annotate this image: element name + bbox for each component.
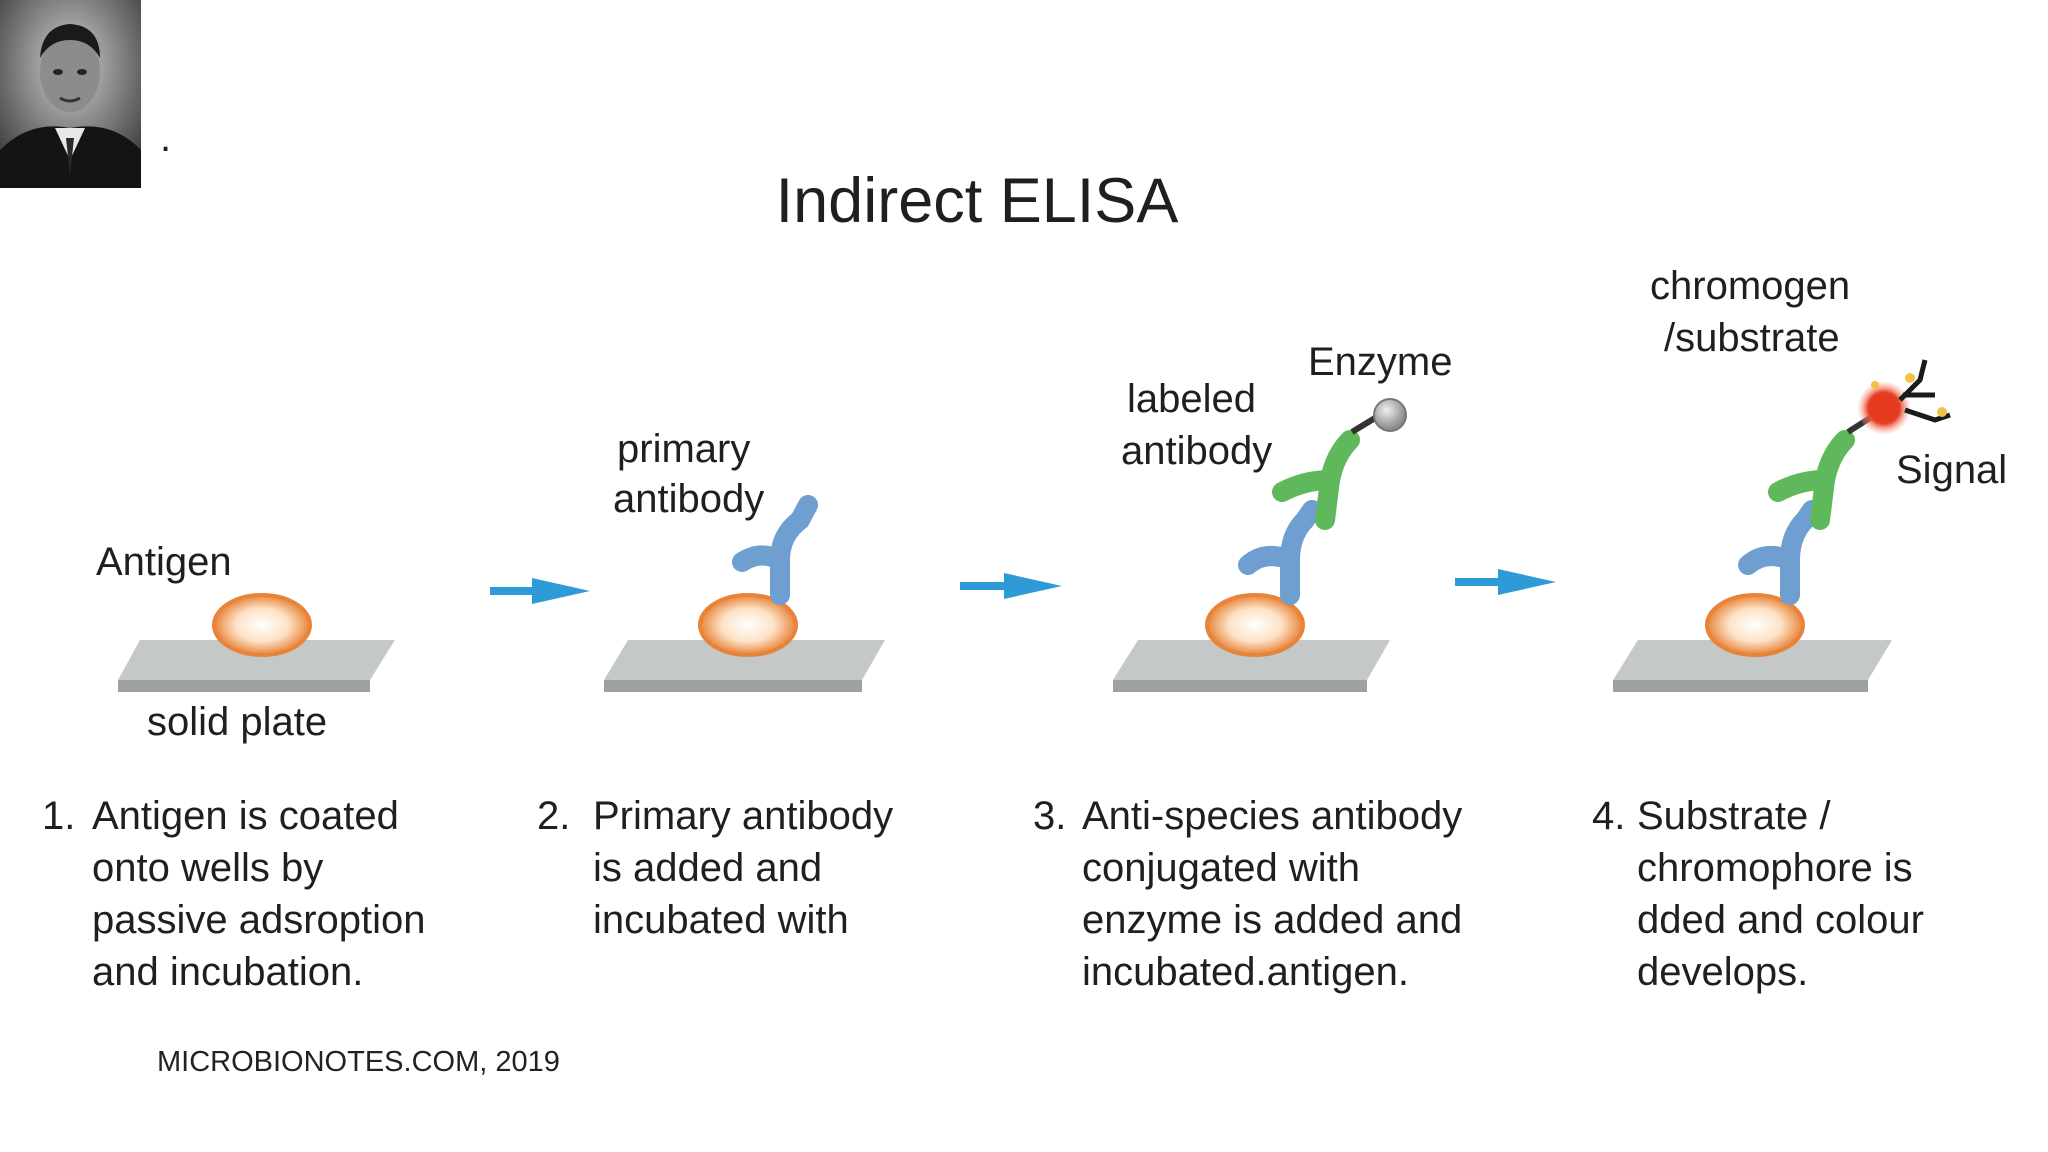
- antigen-2: [698, 593, 798, 657]
- primary-antibody-label-line1: primary: [617, 427, 750, 471]
- labeled-antibody-4: [1768, 430, 1855, 530]
- slide-bullet: .: [160, 116, 172, 160]
- labeled-antibody-label-line2: antibody: [1121, 429, 1272, 473]
- solid-plate-3: [1113, 640, 1390, 680]
- panel-1: Antigen solid plate: [96, 540, 395, 744]
- step-4-line-4: develops.: [1637, 950, 1809, 994]
- chromogen-label-line1: chromogen: [1650, 264, 1850, 308]
- step-1-line-2: onto wells by: [92, 846, 324, 890]
- panel-3: labeled antibody Enzyme: [1113, 340, 1453, 692]
- step-2-line-2: is added and: [593, 846, 823, 890]
- step-3-number: 3.: [1033, 794, 1067, 838]
- signal-label: Signal: [1896, 448, 2007, 492]
- primary-antibody-2: [732, 495, 818, 605]
- portrait-photo: [0, 0, 141, 188]
- step-3-line-2: conjugated with: [1082, 846, 1360, 890]
- step-4-line-2: chromophore is: [1637, 846, 1913, 890]
- antigen-label: Antigen: [96, 540, 232, 584]
- step-2-line-3: incubated with: [593, 898, 849, 942]
- panel-2: primary antibody: [604, 427, 885, 692]
- step-3-line-3: enzyme is added and: [1082, 898, 1463, 942]
- solid-plate-label: solid plate: [147, 700, 327, 744]
- step-2-text: Primary antibody is added and incubated …: [593, 790, 893, 946]
- enzyme-3: [1373, 398, 1407, 432]
- step-1-number: 1.: [42, 794, 76, 838]
- solid-plate-1: [118, 640, 395, 680]
- step-4-number: 4.: [1592, 794, 1626, 838]
- antigen-4: [1705, 593, 1805, 657]
- solid-plate-4: [1613, 640, 1892, 680]
- panel-4: chromogen /substrate Signal: [1613, 264, 2007, 692]
- arrow-3: [1455, 569, 1556, 595]
- step-4-line-1: Substrate /: [1637, 794, 1831, 838]
- antigen-1: [212, 593, 312, 657]
- step-1-text: Antigen is coated onto wells by passive …: [92, 790, 426, 998]
- primary-antibody-label-line2: antibody: [613, 477, 764, 521]
- step-1-line-4: and incubation.: [92, 950, 364, 994]
- step-3-line-1: Anti-species antibody: [1082, 794, 1463, 838]
- source-citation: MICROBIONOTES.COM, 2019: [157, 1046, 560, 1078]
- step-2-number: 2.: [537, 794, 571, 838]
- enzyme-signal-4: [1870, 394, 1898, 422]
- antigen-3: [1205, 593, 1305, 657]
- step-1-line-3: passive adsroption: [92, 898, 426, 942]
- labeled-antibody-label-line1: labeled: [1127, 377, 1256, 421]
- arrow-2: [960, 573, 1062, 599]
- chromogen-label-line2: /substrate: [1664, 316, 1840, 360]
- step-2-line-1: Primary antibody: [593, 794, 894, 838]
- step-4-line-3: dded and colour: [1637, 898, 1924, 942]
- diagram-title: Indirect ELISA: [775, 166, 1179, 236]
- arrow-1: [490, 578, 590, 604]
- substrate-4: [1898, 359, 1951, 423]
- step-3-text: Anti-species antibody conjugated with en…: [1082, 790, 1462, 998]
- solid-plate-2: [604, 640, 885, 680]
- step-3-line-4: incubated.antigen.: [1082, 950, 1409, 994]
- labeled-antibody-3: [1272, 430, 1360, 530]
- primary-antibody-4: [1738, 500, 1822, 605]
- enzyme-label: Enzyme: [1308, 340, 1453, 384]
- step-4-text: Substrate / chromophore is dded and colo…: [1637, 790, 1924, 998]
- primary-antibody-3: [1238, 500, 1322, 605]
- step-1-line-1: Antigen is coated: [92, 794, 399, 838]
